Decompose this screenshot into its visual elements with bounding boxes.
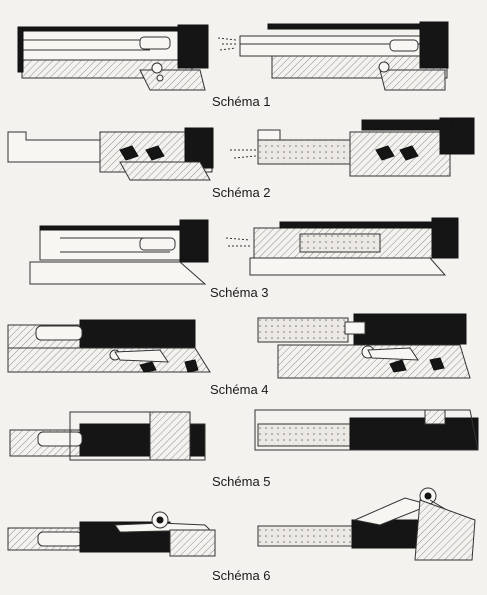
schema-2-left <box>7 127 214 181</box>
schema-6-label: Schéma 6 <box>212 568 271 583</box>
schema-4-label: Schéma 4 <box>210 382 269 397</box>
schema-1-left <box>17 24 209 91</box>
schema-5-label: Schéma 5 <box>212 474 271 489</box>
schema-3-label: Schéma 3 <box>210 285 269 300</box>
schema-3-right <box>225 217 459 276</box>
schema-4-left <box>7 319 211 373</box>
schema-5-left <box>9 411 206 461</box>
schema-5-right <box>254 409 479 451</box>
schema-1-right <box>217 21 449 91</box>
schema-1-label: Schéma 1 <box>212 94 271 109</box>
schema-3-left <box>29 219 209 285</box>
schema-2-label: Schéma 2 <box>212 185 271 200</box>
schema-2-right <box>230 117 475 177</box>
schema-6-right <box>257 487 476 561</box>
schema-4-right <box>257 313 471 379</box>
schema-6-left <box>7 511 216 557</box>
